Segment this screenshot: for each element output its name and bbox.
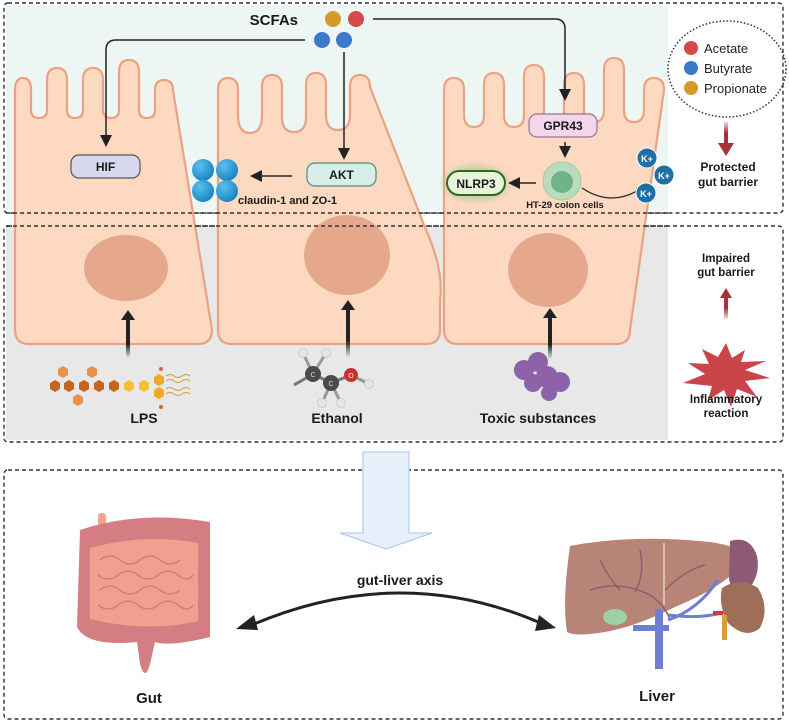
atom-label: C: [328, 381, 333, 388]
legend-swatch-butyrate: [684, 61, 698, 75]
atom-label: C: [310, 372, 315, 379]
impaired-arrow-shaft: [724, 297, 728, 319]
impaired-arrow-head: [720, 288, 732, 298]
toxic-substances-label: Toxic substances: [480, 410, 597, 426]
arrow-to-gpr43: [373, 18, 571, 101]
akt-node: AKT: [306, 162, 377, 187]
tight-junction-label: claudin-1 and ZO-1: [238, 195, 337, 207]
legend-label-acetate: Acetate: [704, 41, 748, 56]
butyrate-molecule: [314, 32, 330, 48]
gpr43-node: GPR43: [528, 113, 598, 138]
k-ion-label: K+: [640, 189, 652, 199]
arrow-lps-up: [126, 318, 130, 358]
gut-liver-axis-arrow: [246, 591, 546, 629]
impaired-label: Impaired: [702, 253, 750, 265]
butyrate-molecule: [336, 32, 352, 48]
atom-label: O: [348, 373, 354, 380]
liver-label: Liver: [639, 688, 675, 705]
nlrp3-node: NLRP3: [446, 170, 506, 196]
nlrp3-label: NLRP3: [456, 177, 496, 191]
tight-junction-proteins: [192, 159, 238, 202]
scfas-label: SCFAs: [250, 12, 298, 29]
ethanol-molecule-icon: C C O: [293, 348, 374, 408]
ht29-label: HT-29 colon cells: [526, 200, 604, 211]
scfa-legend: Acetate Butyrate Propionate: [667, 20, 787, 118]
potassium-ions: K+ K+ K+: [635, 147, 675, 204]
big-down-arrow: [339, 451, 433, 550]
epithelial-cell-2: [216, 71, 442, 346]
arrow-head-to-liver: [535, 615, 556, 631]
top-panel-border: [3, 2, 784, 214]
arrow-to-hif: [100, 39, 305, 147]
nucleus: [508, 233, 588, 307]
hif-label: HIF: [96, 160, 115, 174]
k-ion-label: K+: [658, 171, 670, 181]
ethanol-label: Ethanol: [311, 410, 362, 426]
scfa-molecules: [314, 11, 364, 48]
arrow-ethanol-up: [346, 308, 350, 358]
akt-label: AKT: [329, 168, 354, 182]
legend-label-butyrate: Butyrate: [704, 61, 752, 76]
legend-swatch-acetate: [684, 41, 698, 55]
protected-arrow-shaft: [724, 122, 728, 144]
impaired-label: gut barrier: [697, 267, 755, 279]
liver-illustration: [565, 538, 765, 669]
ht29-cell-icon: [542, 161, 582, 201]
inflammation-starburst-icon: [683, 343, 770, 407]
gut-label: Gut: [136, 690, 162, 707]
gut-illustration: [77, 513, 210, 673]
lps-label: LPS: [130, 410, 157, 426]
gut-liver-axis-label: gut-liver axis: [357, 572, 444, 588]
protected-label: gut barrier: [698, 175, 758, 189]
nucleus: [304, 215, 390, 295]
gpr43-label: GPR43: [543, 119, 583, 133]
legend-swatch-propionate: [684, 81, 698, 95]
epithelial-cell-1: [13, 58, 214, 346]
acetate-molecule: [348, 11, 364, 27]
inflammatory-label: Inflammatory: [690, 394, 763, 406]
hif-node: HIF: [70, 154, 141, 179]
toxic-substance-icon: [514, 352, 570, 401]
protected-label: Protected: [700, 160, 755, 174]
protected-arrow-head: [718, 143, 734, 156]
legend-label-propionate: Propionate: [704, 81, 767, 96]
inflammatory-label: reaction: [704, 408, 749, 420]
nucleus: [84, 235, 168, 301]
lps-molecule-icon: [50, 366, 191, 409]
arrow-toxic-up: [548, 317, 552, 359]
k-ion-label: K+: [641, 154, 653, 164]
propionate-molecule: [325, 11, 341, 27]
arrow-head-to-gut: [236, 615, 258, 630]
